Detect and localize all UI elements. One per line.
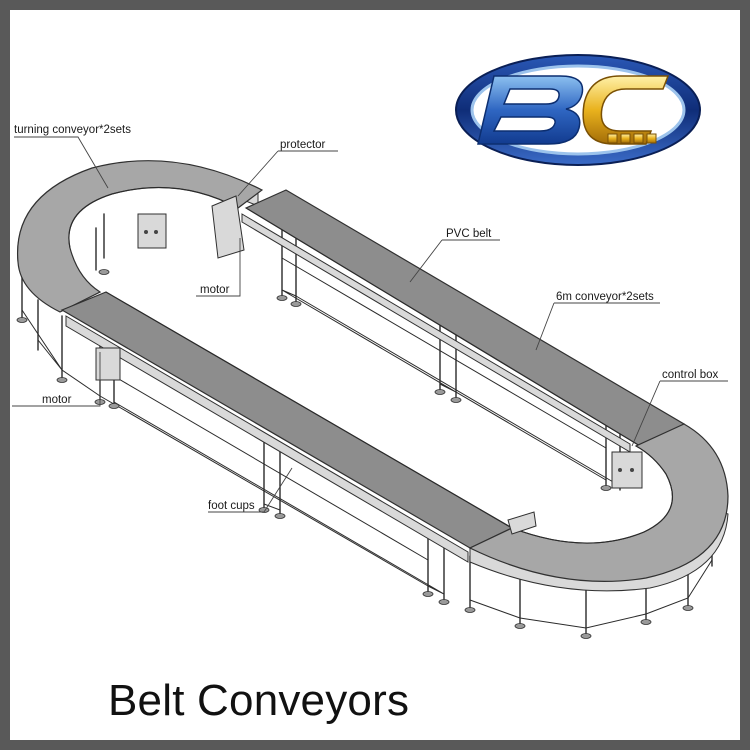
- control-box-left: [137, 213, 167, 249]
- control-box-right: [611, 451, 643, 489]
- caption-title: Belt Conveyors: [108, 676, 410, 725]
- label-protector: protector: [280, 139, 326, 151]
- label-motor-left: motor: [42, 394, 72, 406]
- left-turning-conveyor: [16, 160, 264, 313]
- label-pvc-belt: PVC belt: [446, 228, 492, 240]
- right-turning-conveyor: [468, 423, 729, 592]
- protector-cover: [211, 195, 245, 259]
- label-control-box: control box: [662, 369, 719, 381]
- label-6m-conveyor: 6m conveyor*2sets: [556, 291, 654, 303]
- callout-leaders: [12, 136, 728, 513]
- label-motor-upper: motor: [200, 284, 230, 296]
- bc-logo: [455, 54, 701, 166]
- support-frame: [21, 213, 713, 635]
- label-foot-cups: foot cups: [208, 500, 255, 512]
- straight-conveyor-lower: [60, 291, 514, 563]
- label-turning-conveyor: turning conveyor*2sets: [14, 124, 131, 136]
